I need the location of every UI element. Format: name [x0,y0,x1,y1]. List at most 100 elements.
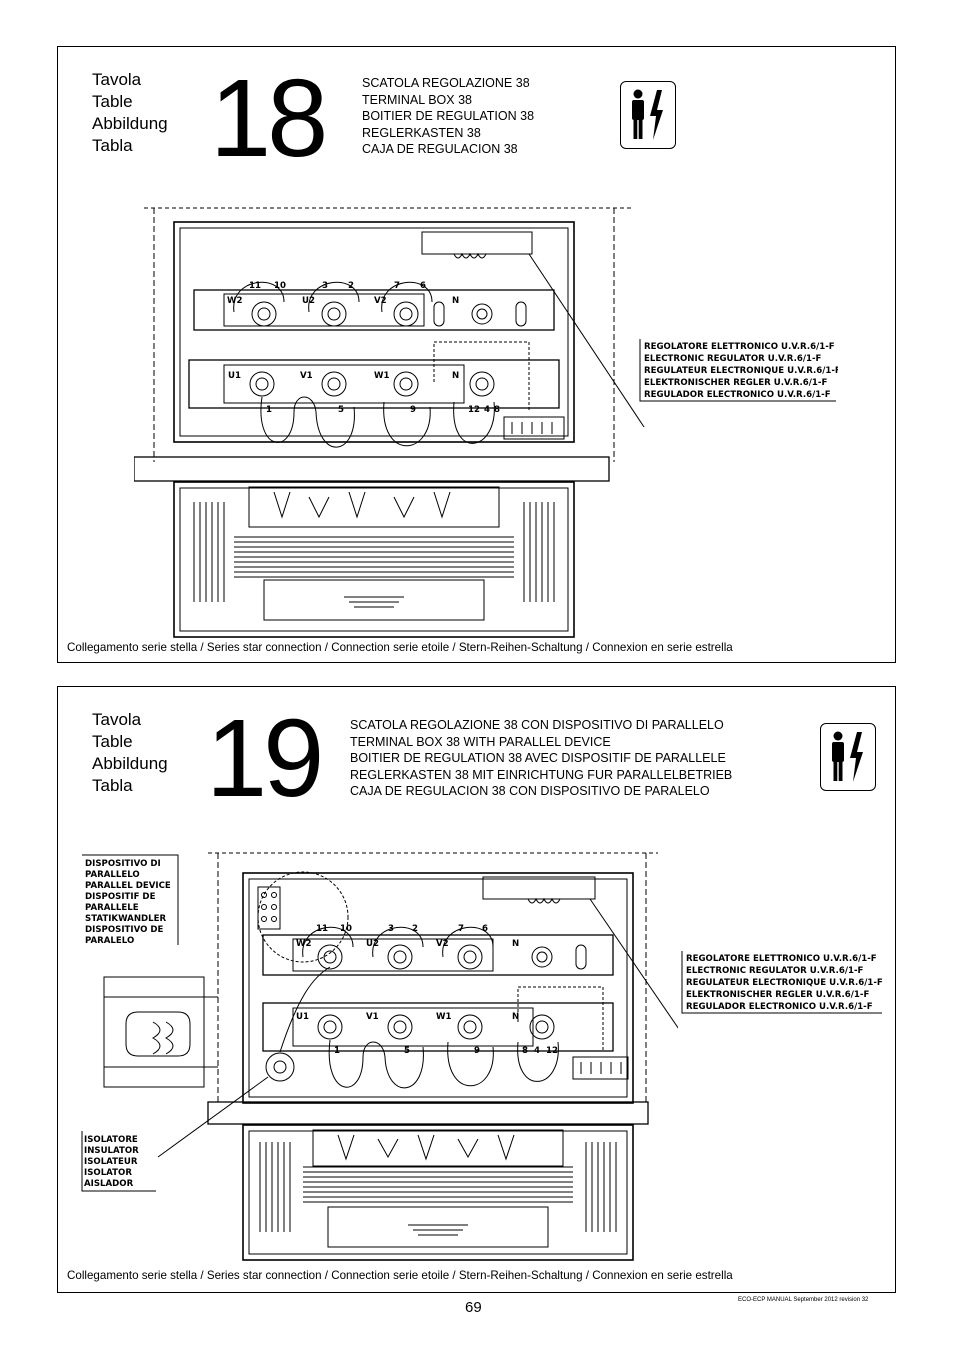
svg-text:DISPOSITIF DE: DISPOSITIF DE [85,892,156,902]
title-es: CAJA DE REGULACION 38 [362,142,518,156]
svg-text:REGULATEUR ELECTRONIQUE U.V.R.: REGULATEUR ELECTRONIQUE U.V.R.6/1-F [644,366,838,376]
terminal-w2: W2 [296,939,311,949]
wire-12: 12 [546,1046,558,1056]
label-tabla: Tabla [92,776,133,795]
svg-text:REGOLATORE ELETTRONICO U.V.R.6: REGOLATORE ELETTRONICO U.V.R.6/1-F [644,342,835,352]
wire-6: 6 [482,924,488,934]
table-number: 19 [206,697,324,820]
regulator-label-18: REGOLATORE ELETTRONICO U.V.R.6/1-F ELECT… [639,339,838,402]
wire-6: 6 [420,281,426,291]
table-18-panel: Tavola Table Abbildung Tabla 18 SCATOLA … [57,46,896,663]
wire-1: 1 [334,1046,340,1056]
caption-19: Collegamento serie stella / Series star … [67,1269,733,1282]
terminal-v2: V2 [374,296,387,306]
wire-4: 4 [534,1046,540,1056]
title-de: REGLERKASTEN 38 MIT EINRICHTUNG FUR PARA… [350,767,733,782]
svg-text:ELECTRONIC REGULATOR U.V.R.6/1: ELECTRONIC REGULATOR U.V.R.6/1-F [686,966,864,976]
table-number: 18 [210,57,328,180]
caption-18: Collegamento serie stella / Series star … [67,641,733,654]
wire-10: 10 [340,924,352,934]
wire-8: 8 [522,1046,528,1056]
terminal-n-top: N [512,939,519,949]
svg-text:ELECTRONIC REGULATOR U.V.R.6/1: ELECTRONIC REGULATOR U.V.R.6/1-F [644,354,822,364]
svg-text:DISPOSITIVO DI: DISPOSITIVO DI [85,859,161,869]
svg-text:REGULADOR ELECTRONICO U.V.R.6/: REGULADOR ELECTRONICO U.V.R.6/1-F [686,1002,873,1012]
isolator-label: ISOLATORE INSULATOR ISOLATEUR ISOLATOR A… [81,1131,156,1192]
svg-text:DISPOSITIVO DE: DISPOSITIVO DE [85,925,164,935]
wire-5: 5 [338,405,344,415]
wire-2: 2 [348,281,354,291]
page-number: 69 [465,1299,482,1316]
terminal-n-bottom: N [512,1012,519,1022]
wire-3: 3 [388,924,394,934]
wire-9: 9 [410,405,416,415]
svg-text:PARALLELO: PARALLELO [85,870,140,880]
svg-text:REGULADOR ELECTRONICO U.V.R.6/: REGULADOR ELECTRONICO U.V.R.6/1-F [644,390,831,400]
title-fr: BOITIER DE REGULATION 38 AVEC DISPOSITIF… [350,751,726,765]
wire-5: 5 [404,1046,410,1056]
terminal-w2: W2 [227,296,242,306]
wire-3: 3 [322,281,328,291]
svg-text:ELEKTRONISCHER REGLER U.V.R.6/: ELEKTRONISCHER REGLER U.V.R.6/1-F [686,990,869,1000]
terminal-u1: U1 [296,1012,309,1022]
title-it: SCATOLA REGOLAZIONE 38 [362,76,530,90]
wire-11: 11 [316,924,328,934]
parallel-device-label: DISPOSITIVO DI PARALLELO PARALLEL DEVICE… [82,854,179,946]
table-titles: SCATOLA REGOLAZIONE 38 TERMINAL BOX 38 B… [362,75,534,158]
table-titles: SCATOLA REGOLAZIONE 38 CON DISPOSITIVO D… [350,717,732,800]
title-es: CAJA DE REGULACION 38 CON DISPOSITIVO DE… [350,784,710,798]
svg-text:REGOLATORE ELETTRONICO U.V.R.6: REGOLATORE ELETTRONICO U.V.R.6/1-F [686,954,877,964]
svg-text:PARALELO: PARALELO [85,936,134,946]
wire-8: 8 [494,405,500,415]
label-abbildung: Abbildung [92,754,168,773]
svg-text:PARALLEL DEVICE: PARALLEL DEVICE [85,881,171,891]
svg-text:INSULATOR: INSULATOR [84,1146,139,1156]
label-tabla: Tabla [92,136,133,155]
label-tavola: Tavola [92,70,142,89]
title-de: REGLERKASTEN 38 [362,125,481,140]
terminal-u2: U2 [366,939,379,949]
wire-1: 1 [266,405,272,415]
svg-text:ISOLATORE: ISOLATORE [84,1135,138,1145]
table-labels: Tavola Table Abbildung Tabla [92,69,168,157]
terminal-u1: U1 [228,371,241,381]
terminal-box-19-drawing: W2 U2 V2 N U1 V1 W1 N 11 10 3 2 7 6 1 5 … [103,852,678,1261]
wire-2: 2 [412,924,418,934]
title-en: TERMINAL BOX 38 [362,92,472,107]
regulator-label-19: REGOLATORE ELETTRONICO U.V.R.6/1-F ELECT… [681,951,883,1014]
title-fr: BOITIER DE REGULATION 38 [362,109,535,123]
terminal-u2: U2 [302,296,315,306]
svg-text:ISOLATEUR: ISOLATEUR [84,1157,138,1167]
footer-revision: ECO-ECP MANUAL September 2012 revision 3… [738,1297,869,1303]
svg-text:AISLADOR: AISLADOR [84,1179,134,1189]
wire-9: 9 [474,1046,480,1056]
title-en: TERMINAL BOX 38 WITH PARALLEL DEVICE [350,734,611,749]
terminal-n-top: N [452,296,459,306]
wire-7: 7 [394,281,400,291]
wire-12: 12 [468,405,480,415]
terminal-v2: V2 [436,939,449,949]
terminal-w1: W1 [374,371,389,381]
terminal-box-18-drawing: W2 U2 V2 N U1 V1 W1 N 11 10 3 2 7 6 1 5 … [134,207,645,638]
label-tavola: Tavola [92,710,142,729]
terminal-v1: V1 [366,1012,379,1022]
wire-7: 7 [458,924,464,934]
svg-text:REGULATEUR ELECTRONIQUE U.V.R.: REGULATEUR ELECTRONIQUE U.V.R.6/1-F [686,978,883,988]
electrical-hazard-icon [820,723,876,791]
label-abbildung: Abbildung [92,114,168,133]
title-it: SCATOLA REGOLAZIONE 38 CON DISPOSITIVO D… [350,718,724,732]
label-table: Table [92,732,133,751]
wire-4: 4 [484,405,490,415]
wire-10: 10 [274,281,286,291]
wire-11: 11 [249,281,261,291]
label-table: Table [92,92,133,111]
table-labels: Tavola Table Abbildung Tabla [92,709,168,797]
terminal-v1: V1 [300,371,313,381]
table-19-panel: Tavola Table Abbildung Tabla 19 SCATOLA … [57,686,896,1293]
svg-text:STATIKWANDLER: STATIKWANDLER [85,914,167,924]
electrical-hazard-icon [620,81,676,149]
terminal-n-bottom: N [452,371,459,381]
svg-text:PARALLELE: PARALLELE [85,903,139,913]
svg-text:ELEKTRONISCHER REGLER U.V.R.6/: ELEKTRONISCHER REGLER U.V.R.6/1-F [644,378,827,388]
svg-text:ISOLATOR: ISOLATOR [84,1168,132,1178]
